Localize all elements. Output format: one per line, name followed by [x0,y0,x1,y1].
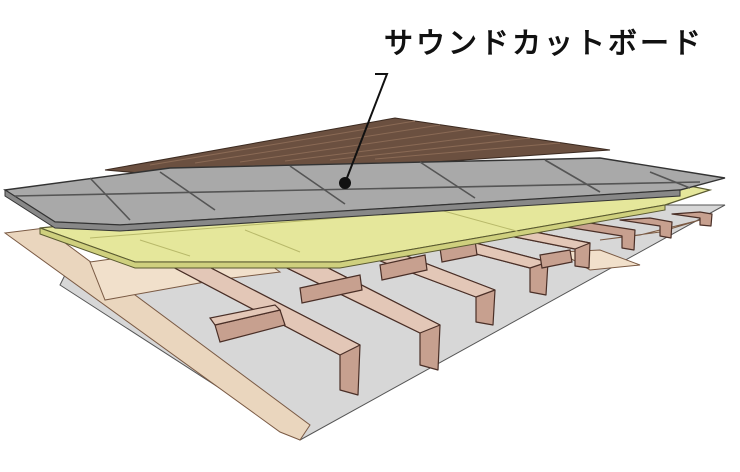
wood-deck-planks [149,120,561,166]
callout-label: サウンドカットボード [384,26,705,60]
stone-tile-joints [14,159,701,221]
stone-tiles-edge [4,189,681,232]
callout-dot [339,177,351,189]
blocking [208,239,573,343]
blocking-piece [299,274,363,304]
joist [619,217,673,239]
blocking-piece [208,304,282,326]
beam [3,227,311,441]
blocking-piece [539,249,573,269]
joist [671,211,713,227]
sound-cut-board-edge [39,204,666,269]
callout-leader-line [344,73,389,184]
blocking-piece [379,254,428,281]
